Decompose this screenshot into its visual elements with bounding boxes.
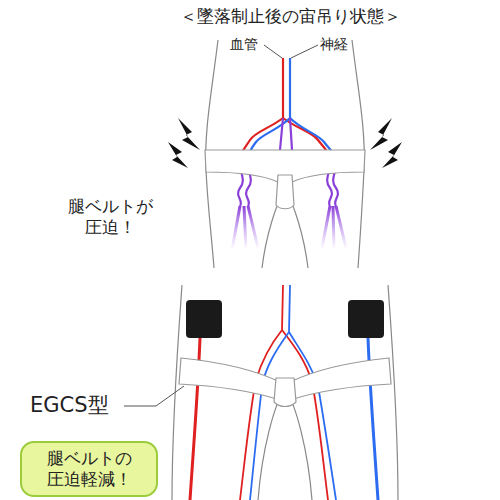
leader-line: [264, 45, 318, 58]
leg-belt-top: [205, 150, 365, 209]
egcs-pad: [186, 300, 384, 338]
body-outline-bottom: [172, 285, 398, 500]
pain-symbol: [168, 118, 402, 168]
leg-belt-bottom: [179, 358, 391, 407]
note-box: 腿ベルトの 圧迫軽減！: [20, 441, 158, 498]
title: ＜墜落制止後の宙吊り状態＞: [90, 6, 490, 27]
type-label: EGCS型: [30, 392, 109, 418]
nerve-label: 神経: [320, 36, 348, 54]
body-outline: [206, 40, 365, 268]
leader-line: [124, 386, 184, 406]
vessel-label: 血管: [230, 36, 258, 54]
pressure-note: 腿ベルトが 圧迫！: [62, 196, 158, 239]
note-text: 腿ベルトの 圧迫軽減！: [34, 448, 144, 491]
